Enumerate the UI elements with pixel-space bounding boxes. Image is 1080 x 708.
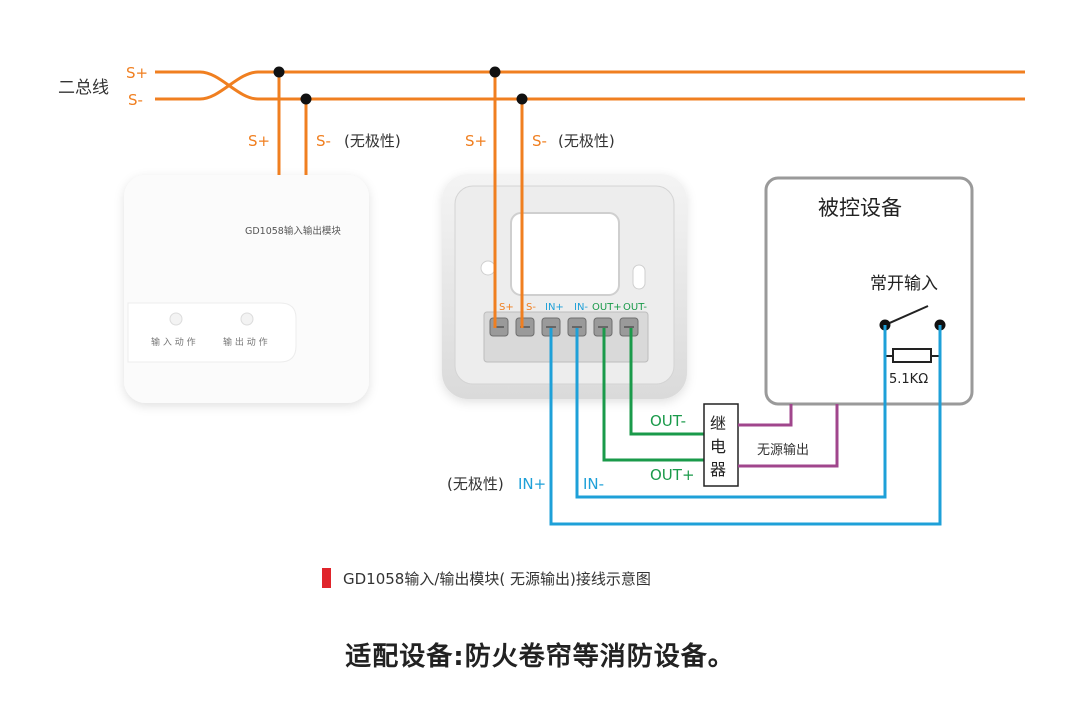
input-wires [549,325,942,526]
bus-label: 二总线 [58,78,109,98]
junction-dot [273,66,285,78]
relay-char: 器 [710,460,726,479]
bus-s-minus-label: S- [128,91,143,109]
in-minus-label: IN- [583,475,604,493]
module-front: GD1058输入输出模块 输 入 动 作 输 出 动 作 [124,175,369,403]
terminal-in-plus-label: IN+ [545,302,564,313]
bus-lines [155,70,1025,101]
base-nonpolar-label: (无极性) [558,132,615,150]
output-led-label: 输 出 动 作 [223,336,268,348]
module-model-label: GD1058输入输出模块 [245,225,341,237]
front-s-minus-label: S- [316,132,331,150]
module-front-led-panel [127,302,297,363]
caption-text: GD1058输入/输出模块( 无源输出)接线示意图 [343,569,651,588]
out-plus-label: OUT+ [650,466,695,484]
module-base-slot [632,264,646,290]
junction-dot [489,66,501,78]
screw-hole [480,260,496,276]
module-base-window [510,212,620,296]
footer-text: 适配设备:防火卷帘等消防设备。 [345,642,735,672]
output-wires [602,328,704,462]
controlled-device-title: 被控设备 [818,196,902,220]
front-s-plus-label: S+ [248,132,270,150]
front-nonpolar-label: (无极性) [344,132,401,150]
terminal-s-plus-label: S+ [499,302,514,313]
bus-s-plus-label: S+ [126,64,148,82]
terminal-out-plus-label: OUT+ [592,302,622,313]
module-front-wires [277,72,308,175]
caption-marker [322,568,331,588]
out-minus-label: OUT- [650,412,686,430]
in-plus-label: IN+ [518,475,546,493]
base-s-minus-label: S- [532,132,547,150]
controlled-device-box [764,176,974,406]
out-minus-wire [629,328,704,436]
relay: 继 电 器 [703,403,739,487]
out-plus-wire [602,328,704,462]
terminal-s-minus-label: S- [526,302,536,313]
dry-output-wires [738,404,839,468]
bus-s-plus-line [155,70,1025,101]
dry-output-label: 无源输出 [757,442,809,458]
controlled-device: 被控设备 常开输入 5.1KΩ [764,176,974,406]
dry-wire-lower [738,404,839,468]
in-plus-wire [549,325,942,526]
module-base-bus-wires [493,72,524,328]
resistor-label: 5.1KΩ [889,372,928,387]
in-minus-wire [575,325,887,499]
relay-char: 继 [710,414,726,433]
output-led [240,312,254,326]
terminal-labels: S+ S- IN+ IN- OUT+ OUT- [499,302,647,313]
junction-dot [300,93,312,105]
relay-char: 电 [710,437,726,456]
terminal-out-minus-label: OUT- [623,302,647,313]
junction-dot [516,93,528,105]
input-led-label: 输 入 动 作 [151,336,196,348]
input-nonpolar-label: (无极性) [447,475,504,493]
nc-input-label: 常开输入 [870,274,938,294]
module-front-body [124,175,369,403]
dry-wire-upper [738,404,793,427]
resistor [892,348,932,363]
input-led [169,312,183,326]
module-base [442,174,687,399]
bus-s-minus-line [155,70,1025,101]
caption: GD1058输入/输出模块( 无源输出)接线示意图 [322,566,651,590]
relay-box [703,403,739,487]
terminal-in-minus-label: IN- [574,302,588,313]
base-s-plus-label: S+ [465,132,487,150]
